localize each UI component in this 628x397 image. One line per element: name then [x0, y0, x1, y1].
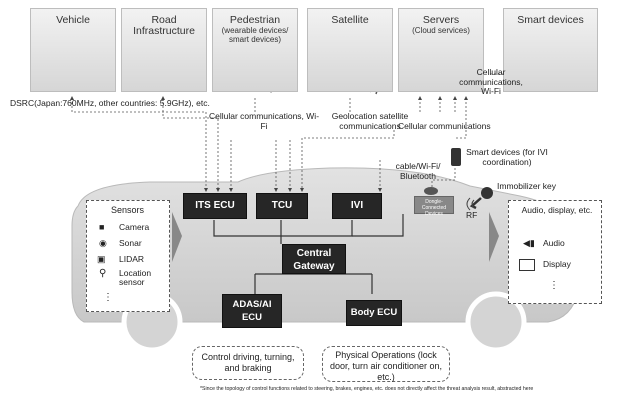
pedestrian-sublabel: (wearable devices/ smart devices) — [221, 26, 289, 44]
pedestrian-label-wrap: Pedestrian (wearable devices/ smart devi… — [213, 14, 297, 45]
footnote: *Since the topology of control functions… — [200, 386, 534, 392]
sensors-title: Sensors — [111, 205, 145, 215]
rf-waves-icon — [466, 197, 475, 211]
audio-label: Audio — [543, 238, 565, 248]
sensors-panel: Sensors ■ Camera ◉ Sonar ▣ LIDAR ⚲ Locat… — [86, 200, 170, 312]
rf-label: RF — [466, 210, 478, 220]
sonar-label: Sonar — [119, 238, 142, 248]
bus-lines — [213, 214, 404, 294]
tcu-chip: TCU — [256, 193, 308, 219]
immobilizer-label: Immobilizer key — [497, 181, 557, 191]
output-arrow — [489, 212, 499, 262]
camera-label: Camera — [119, 222, 150, 232]
sensors-more: ⋮ — [103, 292, 113, 303]
road-infrastructure-box: Road Infrastructure — [121, 8, 207, 92]
location-sensor-label: Location sensor — [119, 268, 152, 287]
adas-control-note: Control driving, turning, and braking — [192, 346, 304, 380]
key-head-icon — [481, 187, 493, 199]
speaker-icon: ◀▮ — [523, 238, 535, 248]
cellular-wifi-label: Cellular communications, Wi-Fi — [459, 67, 523, 96]
adas-ecu-chip: ADAS/AI ECU — [222, 294, 282, 328]
pedestrian-label: Pedestrian — [229, 14, 281, 26]
outputs-title: Audio, display, etc. — [521, 205, 593, 215]
geolocation-label: Geolocation satellite communications — [331, 111, 409, 131]
body-physical-note: Physical Operations (lock door, turn air… — [322, 346, 450, 382]
cellular-label: Cellular communications — [398, 121, 491, 131]
sonar-icon: ◉ — [99, 238, 107, 248]
central-gateway-chip: Central Gateway — [282, 244, 346, 274]
sensor-arrow — [172, 212, 182, 262]
servers-box: Servers (Cloud services) — [398, 8, 484, 92]
cable-label: cable/Wi-Fi/ Bluetooth — [395, 161, 441, 181]
servers-sublabel: (Cloud services) — [412, 26, 470, 35]
lidar-icon: ▣ — [97, 254, 106, 264]
smart-devices-ivi-label: Smart devices (for IVI coordination) — [466, 147, 548, 167]
smart-devices-box: Smart devices — [503, 8, 598, 92]
outputs-panel: Audio, display, etc. ◀▮ Audio Display ⋮ — [508, 200, 602, 304]
dsrc-label: DSRC(Japan:760MHz, other countries: 5.9G… — [10, 98, 210, 108]
road-infrastructure-label: Road Infrastructure — [133, 14, 195, 37]
dongle-chip: Dongle-Connected Devices — [414, 196, 454, 217]
servers-label: Servers — [422, 14, 460, 26]
body-ecu-chip: Body ECU — [346, 300, 402, 326]
its-ecu-chip: ITS ECU — [183, 193, 247, 219]
vehicle-label: Vehicle — [56, 14, 90, 26]
display-icon — [519, 259, 535, 271]
rear-wheel — [465, 291, 527, 353]
smart-devices-label: Smart devices — [517, 14, 584, 26]
satellite-box: Satellite — [307, 8, 393, 92]
location-pin-icon: ⚲ — [99, 268, 107, 279]
display-label: Display — [543, 259, 571, 269]
lidar-label: LIDAR — [119, 254, 145, 264]
servers-label-wrap: Servers (Cloud services) — [399, 14, 483, 36]
external-link-lines — [70, 73, 508, 192]
camera-icon: ■ — [99, 222, 105, 232]
ivi-chip: IVI — [332, 193, 382, 219]
dongle-icon — [424, 187, 438, 195]
pedestrian-link-label: Cellular communications, Wi-Fi — [208, 111, 320, 131]
pedestrian-box: Pedestrian (wearable devices/ smart devi… — [212, 8, 298, 92]
outputs-more: ⋮ — [549, 280, 559, 291]
satellite-label: Satellite — [331, 14, 369, 26]
ivi-smartphone-icon — [451, 148, 461, 166]
vehicle-box: Vehicle — [30, 8, 116, 92]
